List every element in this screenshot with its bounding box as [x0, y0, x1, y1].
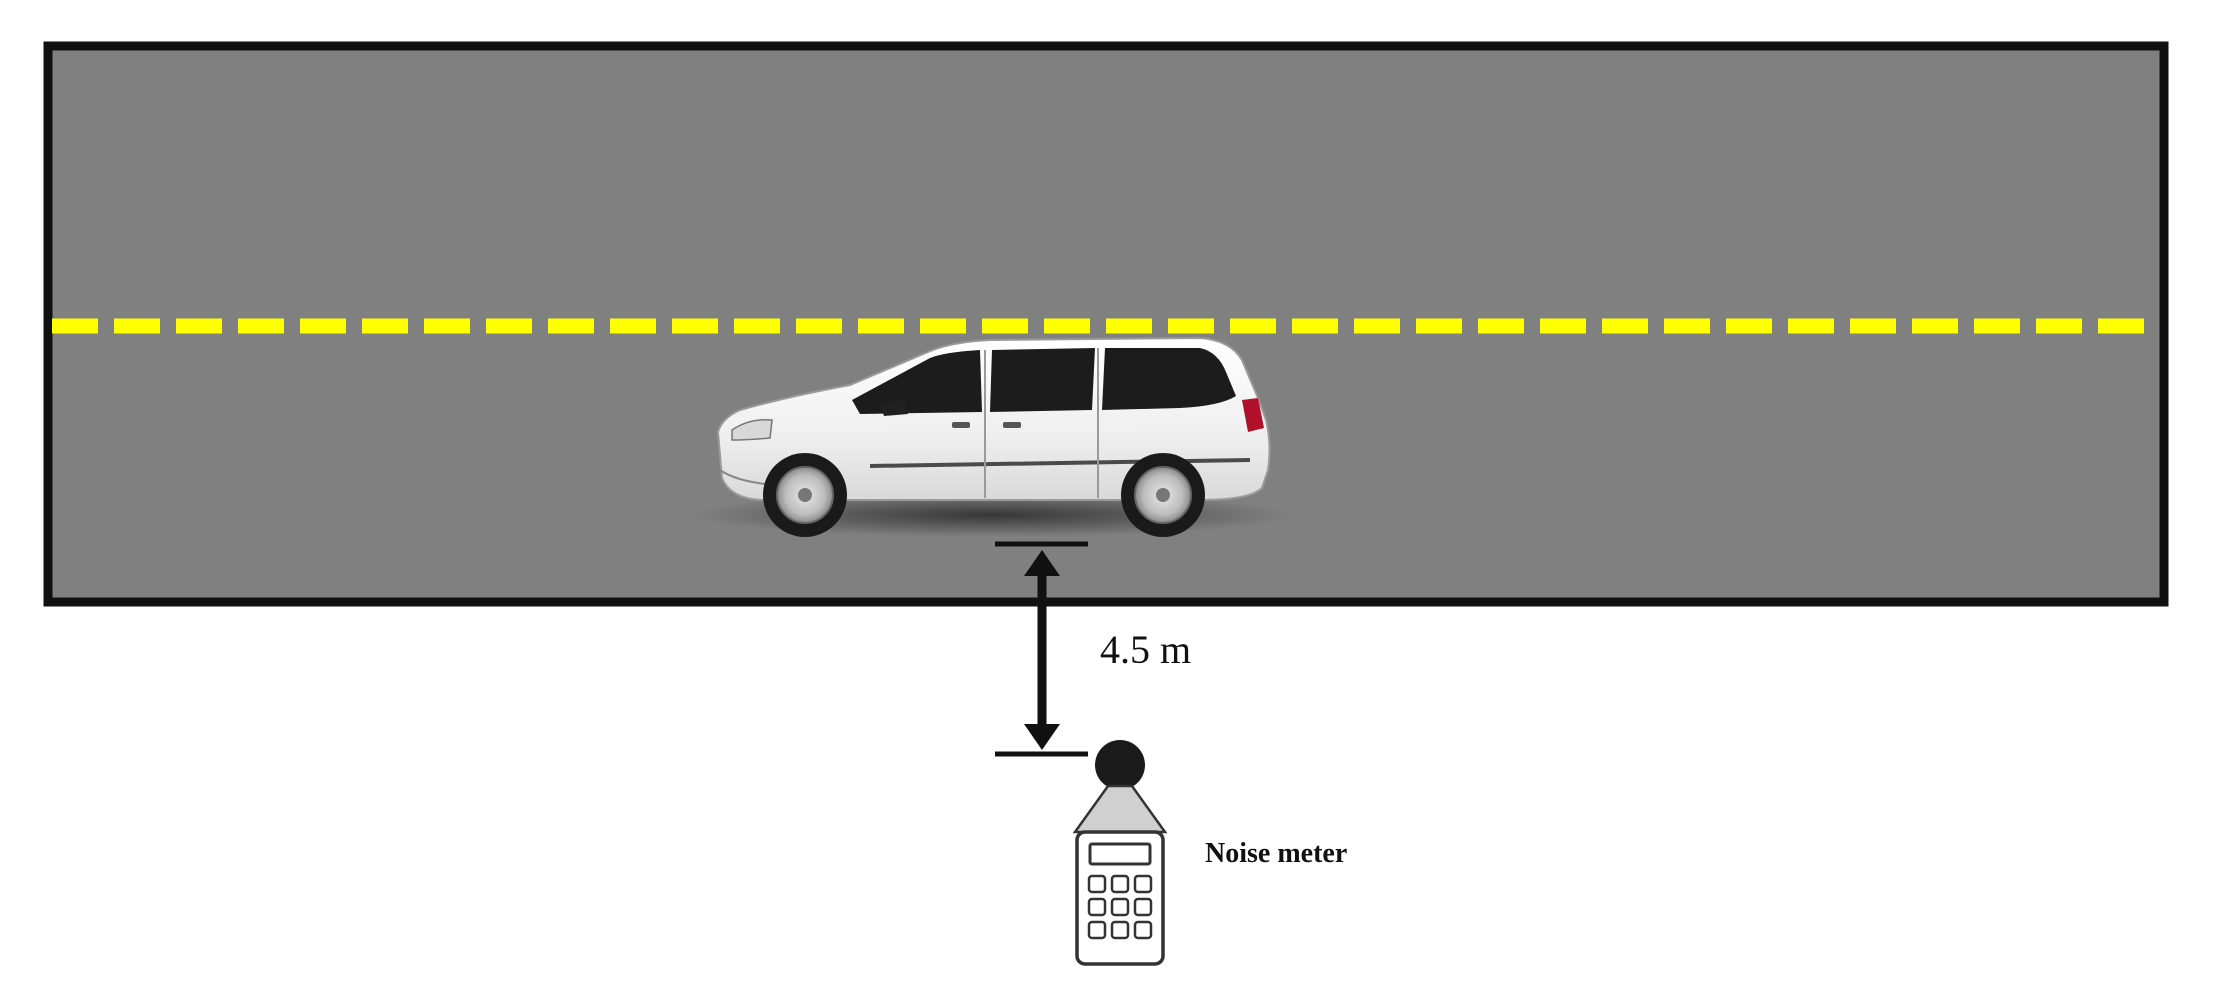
car-wheel-rear — [1121, 453, 1205, 537]
meter-display — [1088, 842, 1152, 866]
car-window-middle — [990, 348, 1095, 412]
noise-meter-label: Noise meter — [1205, 838, 1348, 869]
microphone-icon — [1095, 740, 1145, 790]
car-door-handle — [1003, 422, 1021, 428]
noise-meter-icon — [1072, 740, 1168, 966]
distance-label: 4.5 m — [1100, 627, 1192, 672]
car-headlight — [731, 418, 773, 441]
minivan-icon — [692, 336, 1292, 537]
distance-arrow-head-up — [1024, 550, 1060, 576]
car-door-handle — [952, 422, 970, 428]
car-window-front — [852, 350, 982, 414]
car-mirror — [880, 398, 908, 416]
car-wheel-front — [763, 453, 847, 537]
car-window-rear — [1102, 348, 1236, 410]
car-tail-light — [1242, 398, 1264, 432]
meter-neck — [1072, 784, 1168, 834]
distance-arrow-head-down — [1024, 724, 1060, 750]
distance-marker — [995, 541, 1088, 757]
meter-keypad — [1087, 874, 1153, 940]
